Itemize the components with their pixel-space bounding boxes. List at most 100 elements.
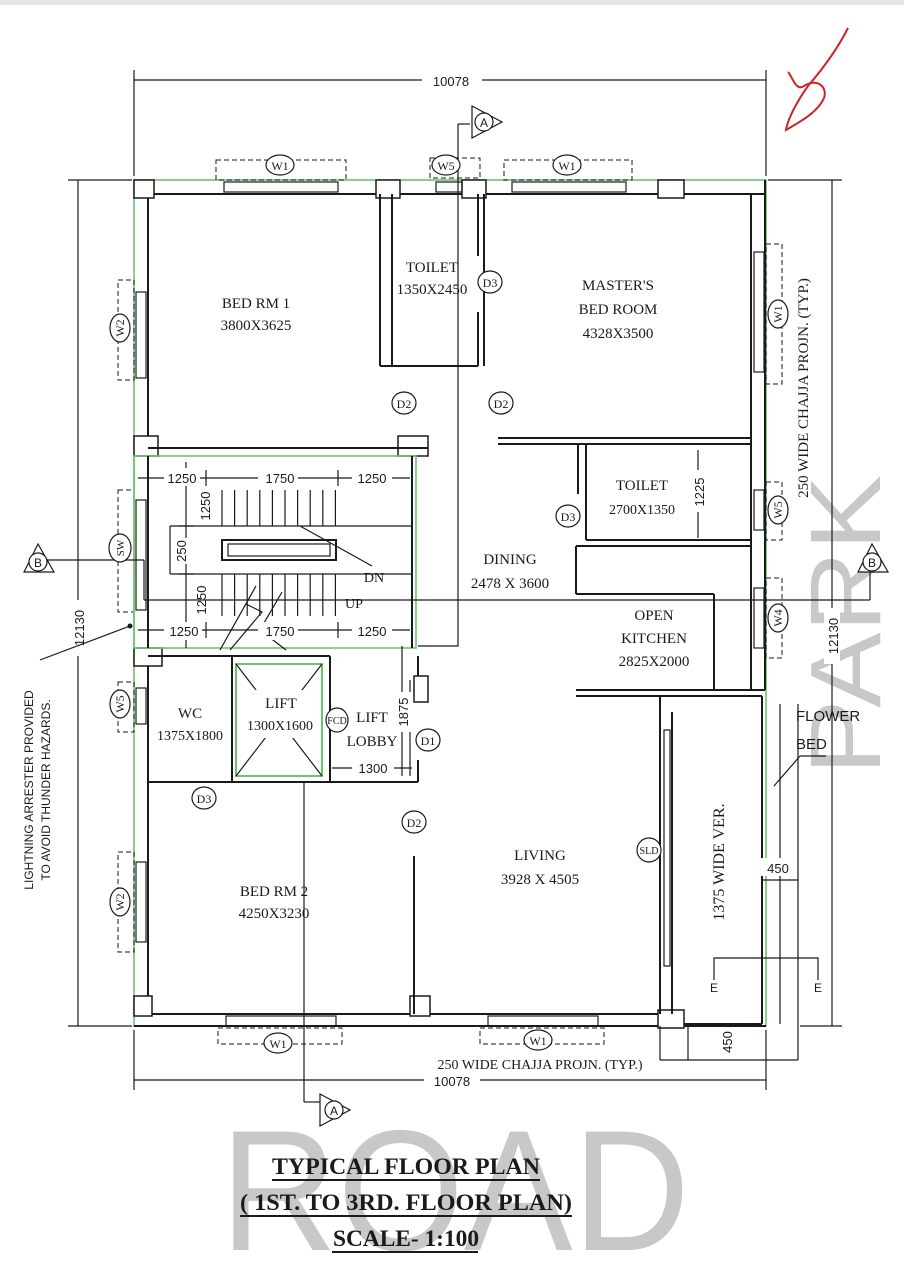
svg-text:D2: D2	[407, 816, 422, 830]
lobby-width-dim: 1300	[359, 761, 388, 776]
tag-w2-left-top: W2	[109, 313, 131, 343]
title-block: TYPICAL FLOOR PLAN ( 1ST. TO 3RD. FLOOR …	[240, 1154, 572, 1253]
svg-text:B: B	[34, 556, 42, 570]
room-dining: DINING 2478 X 3600	[471, 552, 549, 592]
tag-w5-left: W5	[109, 689, 131, 719]
lobby-dimensions: 1300 1875 1225 450 450	[332, 450, 798, 1053]
svg-text:FCD: FCD	[327, 716, 346, 727]
svg-text:A: A	[330, 1104, 338, 1118]
section-marker-e-right: E	[814, 981, 822, 995]
room-master-size: 4328X3500	[583, 326, 654, 342]
room-toilet-1-size: 1350X2450	[397, 282, 468, 298]
tag-d3-toilet1: D3	[477, 270, 503, 294]
svg-text:D3: D3	[561, 510, 576, 524]
stair-dim-top-3: 1250	[358, 471, 387, 486]
svg-text:W2: W2	[113, 893, 127, 910]
flowerbed-depth-dim: 450	[720, 1031, 735, 1053]
room-lift-name: LIFT	[265, 696, 297, 712]
tag-d2-bed2: D2	[401, 810, 427, 834]
section-marker-a-top: A	[471, 105, 504, 139]
tag-w2-left-bottom: W2	[109, 887, 131, 917]
stair-up-label: UP	[345, 597, 363, 612]
tag-d3-toilet2: D3	[555, 504, 581, 528]
dimension-right-label: 12130	[826, 618, 841, 654]
room-bed-2-size: 4250X3230	[239, 906, 310, 922]
svg-text:SW: SW	[115, 539, 127, 556]
room-lobby-name-2: LOBBY	[347, 734, 398, 750]
svg-text:A: A	[480, 116, 488, 130]
dimension-left-label: 12130	[72, 610, 87, 646]
dimension-left: 12130	[68, 179, 132, 1027]
room-lift-size: 1300X1600	[247, 719, 313, 734]
room-toilet-2: TOILET 2700X1350	[609, 478, 675, 518]
tag-w5-right: W5	[767, 495, 789, 525]
tag-w4-right: W4	[767, 603, 789, 633]
room-dining-name: DINING	[483, 552, 536, 568]
note-lightning-1: LIGHTNING ARRESTER PROVIDED	[22, 690, 36, 890]
room-kitchen-name-2: KITCHEN	[621, 631, 687, 647]
room-bed-2: BED RM 2 4250X3230	[239, 884, 310, 922]
room-verandah-label: 1375 WIDE VER.	[711, 803, 728, 920]
svg-text:D2: D2	[494, 397, 509, 411]
watermark-park: PARK	[790, 475, 902, 775]
svg-text:W1: W1	[269, 1037, 286, 1051]
section-lines	[39, 123, 871, 1103]
tag-w1-top-right: W1	[552, 154, 582, 176]
svg-text:D3: D3	[197, 792, 212, 806]
title-line-3: SCALE- 1:100	[333, 1226, 479, 1251]
room-master-name-1: MASTER'S	[582, 278, 654, 294]
dimension-bottom-label: 10078	[434, 1074, 470, 1089]
tag-d2-bed1: D2	[391, 391, 417, 415]
room-lift-lobby: LIFT LOBBY	[347, 710, 398, 750]
signature-mark	[784, 27, 849, 132]
note-chajja-right: 250 WIDE CHAJJA PROJN. (TYP.)	[796, 278, 812, 498]
room-toilet-1: TOILET 1350X2450	[397, 260, 468, 298]
tag-w1-bottom-right: W1	[523, 1029, 553, 1051]
svg-text:D3: D3	[483, 276, 498, 290]
stair-dim-bottom-1: 1250	[170, 624, 199, 639]
section-marker-a-bottom: A	[319, 1093, 352, 1127]
staircase	[133, 455, 417, 651]
svg-text:SLD: SLD	[640, 846, 659, 857]
room-bed-1-size: 3800X3625	[221, 318, 292, 334]
svg-text:D2: D2	[397, 397, 412, 411]
svg-text:D1: D1	[421, 734, 436, 748]
room-bed-1: BED RM 1 3800X3625	[221, 296, 292, 334]
room-living: LIVING 3928 X 4505	[501, 848, 579, 888]
stair-dim-bottom-2: 1750	[266, 624, 295, 639]
note-lightning-2: TO AVOID THUNDER HAZARDS.	[39, 699, 53, 880]
room-master-bed: MASTER'S BED ROOM 4328X3500	[579, 278, 658, 342]
room-kitchen-size: 2825X2000	[619, 654, 690, 670]
tag-w1-top-left: W1	[265, 154, 295, 176]
svg-text:W1: W1	[558, 159, 575, 173]
svg-text:W2: W2	[113, 319, 127, 336]
tag-d3-wc: D3	[191, 786, 217, 810]
room-open-kitchen: OPEN KITCHEN 2825X2000	[619, 608, 690, 670]
section-marker-b-left: B	[23, 542, 56, 573]
lobby-height-dim: 1875	[396, 698, 411, 727]
room-wc-size: 1375X1800	[157, 729, 223, 744]
tag-w1-right: W1	[767, 299, 789, 329]
room-living-name: LIVING	[514, 848, 566, 864]
tag-w1-bottom-left: W1	[263, 1032, 293, 1054]
tag-fcd-lift: FCD	[325, 707, 349, 733]
stair-dim-bottom-3: 1250	[358, 624, 387, 639]
room-toilet-2-size: 2700X1350	[609, 503, 675, 518]
note-chajja-bottom: 250 WIDE CHAJJA PROJN. (TYP.)	[437, 1058, 642, 1073]
svg-text:W5: W5	[113, 695, 127, 712]
room-kitchen-name-1: OPEN	[634, 608, 673, 624]
svg-text:W5: W5	[771, 501, 785, 518]
room-bed-2-name: BED RM 2	[240, 884, 308, 900]
room-wc-name: WC	[178, 706, 202, 722]
title-line-1: TYPICAL FLOOR PLAN	[272, 1154, 540, 1179]
flower-bed-label-1: FLOWER	[796, 708, 860, 725]
stair-dim-top-1: 1250	[168, 471, 197, 486]
dimension-top: 10078	[133, 70, 767, 176]
toilet2-depth-dim: 1225	[692, 478, 707, 507]
tag-d1-lobby: D1	[415, 728, 441, 752]
watermark-road: ROAD	[220, 1095, 690, 1280]
windows	[117, 157, 783, 1045]
stair-dim-top-2: 1750	[266, 471, 295, 486]
tag-w5-top: W5	[431, 154, 461, 176]
